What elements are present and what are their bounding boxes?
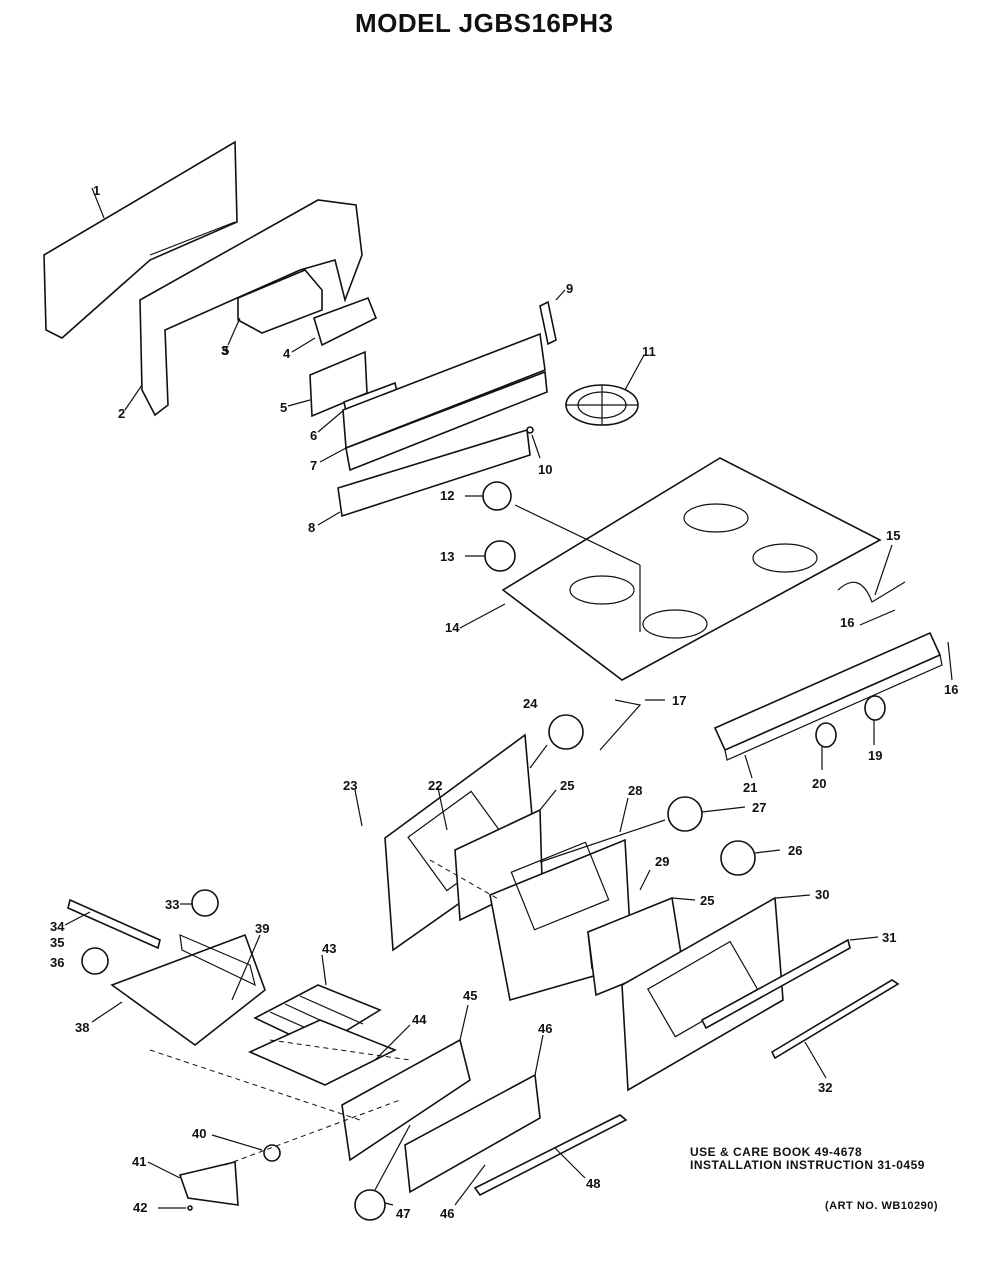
callout-2: 2 [118, 406, 125, 421]
callout-11: 11 [642, 344, 656, 359]
callout-4: 4 [283, 346, 291, 361]
part-broiler-drawer [91, 933, 266, 1047]
part-vent-box [227, 269, 323, 346]
part-drawer-front-45 [341, 1004, 471, 1162]
part-lower-trim [317, 428, 531, 526]
part-screw [526, 426, 541, 459]
callout-22: 22 [428, 778, 442, 793]
callout-25a: 25 [560, 778, 574, 793]
part-end-cap [539, 289, 566, 346]
callout-17: 17 [672, 693, 686, 708]
callout-10: 10 [538, 462, 552, 477]
part-kick-plate [770, 979, 900, 1079]
part-manifold-panel [713, 609, 953, 779]
callout-31: 31 [882, 930, 896, 945]
callout-23: 23 [343, 778, 357, 793]
part-knob-19 [864, 695, 886, 745]
callout-15: 15 [886, 528, 900, 543]
callout-9: 9 [566, 281, 573, 296]
part-slide-bracket [147, 1161, 239, 1206]
callout-3: 3 [221, 343, 228, 358]
callout-21: 21 [743, 780, 757, 795]
part-bracket [291, 296, 378, 353]
callout-8: 8 [308, 520, 315, 535]
part-knob-36 [81, 947, 109, 975]
callout-12: 12 [440, 488, 454, 503]
callout-26: 26 [788, 843, 802, 858]
part-burner-grate [565, 354, 645, 426]
part-handle-end [720, 840, 781, 876]
callout-33: 33 [165, 897, 179, 912]
callout-14: 14 [445, 620, 460, 635]
part-outer-door [621, 894, 811, 1092]
part-screw-42 [158, 1205, 193, 1211]
use-care-book-note: USE & CARE BOOK 49-4678 [690, 1145, 863, 1159]
part-cooktop [459, 457, 882, 681]
callout-40: 40 [192, 1126, 206, 1141]
callout-35: 35 [50, 935, 64, 950]
part-hinge-24 [529, 714, 584, 769]
callout-28: 28 [628, 783, 642, 798]
part-control-panel [319, 332, 548, 472]
callout-25b: 25 [700, 893, 714, 908]
callout-13: 13 [440, 549, 454, 564]
callout-16b: 16 [944, 682, 958, 697]
callout-46b: 46 [440, 1206, 454, 1221]
callout-45: 45 [463, 988, 477, 1003]
callout-30: 30 [815, 887, 829, 902]
callout-20: 20 [812, 776, 826, 791]
part-burner-cap-13 [465, 540, 516, 572]
page-title: MODEL JGBS16PH3 [355, 8, 614, 38]
part-back-panel [43, 140, 238, 339]
callout-16a: 16 [840, 615, 854, 630]
part-door-handle [700, 936, 879, 1030]
callout-41: 41 [132, 1154, 146, 1169]
callout-5b: 5 [280, 400, 287, 415]
callout-19: 19 [868, 748, 882, 763]
callout-7: 7 [310, 458, 317, 473]
callout-29: 29 [655, 854, 669, 869]
part-drawer-rail [473, 1114, 628, 1197]
part-insulation [619, 797, 629, 833]
part-backsplash-frame [124, 199, 363, 417]
callout-42: 42 [133, 1200, 147, 1215]
part-screw-47 [354, 1124, 411, 1221]
callout-38: 38 [75, 1020, 89, 1035]
part-hinge-27 [539, 796, 746, 863]
callout-43: 43 [322, 941, 336, 956]
callout-27: 27 [752, 800, 766, 815]
part-knob-20 [815, 722, 837, 770]
callout-5a: 5 [222, 343, 229, 358]
callout-48: 48 [586, 1176, 600, 1191]
callout-44: 44 [412, 1012, 427, 1027]
part-burner-cap-12 [465, 481, 512, 511]
callout-32: 32 [818, 1080, 832, 1095]
part-screw-23 [354, 789, 363, 827]
installation-instruction-note: INSTALLATION INSTRUCTION 31-0459 [690, 1158, 925, 1172]
callout-24: 24 [523, 696, 538, 711]
part-broiler-rail [64, 898, 161, 950]
callout-39: 39 [255, 921, 269, 936]
part-wire [837, 544, 906, 603]
part-broiler-pan [248, 1019, 411, 1086]
callout-46a: 46 [538, 1021, 552, 1036]
part-drawer-panel-46 [404, 1034, 544, 1194]
callout-1: 1 [93, 183, 100, 198]
callout-34: 34 [50, 919, 65, 934]
part-igniter-wire [599, 699, 665, 751]
part-knob-33 [180, 889, 219, 917]
callout-36: 36 [50, 955, 64, 970]
callout-6: 6 [310, 428, 317, 443]
callout-47: 47 [396, 1206, 410, 1221]
art-number-note: (ART NO. WB10290) [825, 1200, 939, 1212]
